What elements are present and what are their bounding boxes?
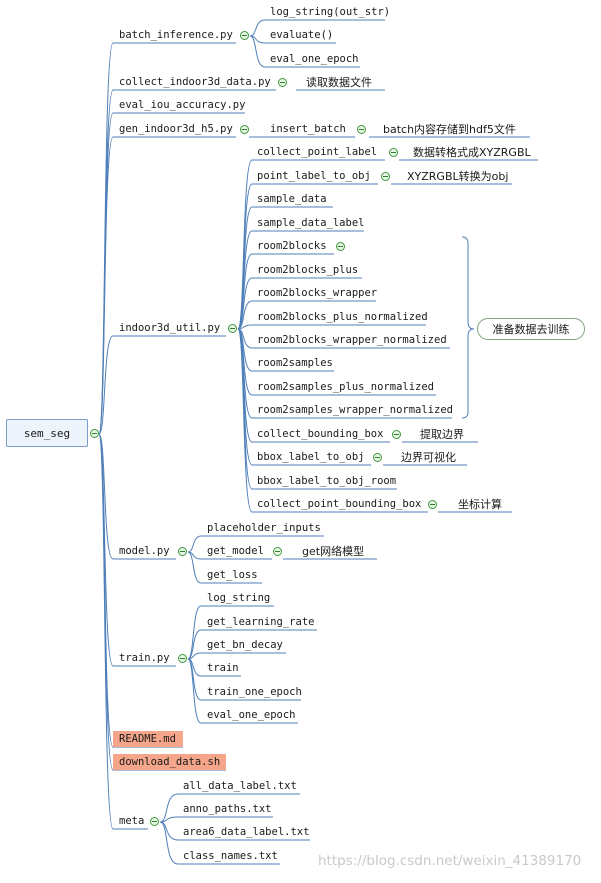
node-collect-point-label[interactable]: collect_point_label [257,146,378,158]
group-callout[interactable]: 准备数据去训练 [477,318,585,340]
collapse-icon[interactable] [178,547,187,556]
node-room2samples-wrapper-normalized[interactable]: room2samples_wrapper_normalized [257,404,453,416]
node-collect-point-bounding-box[interactable]: collect_point_bounding_box [257,498,422,510]
node-collect-bounding-box[interactable]: collect_bounding_box [257,428,384,440]
node-room2blocks-wrapper[interactable]: room2blocks_wrapper [257,287,378,299]
node-room2blocks-plus[interactable]: room2blocks_plus [257,264,359,276]
note-collect-point-label: 数据转格式成XYZRGBL [413,146,531,159]
collapse-icon[interactable] [389,148,398,157]
branch-line [187,658,202,701]
branch-line [187,605,202,660]
node-area6-data-label[interactable]: area6_data_label.txt [183,826,310,838]
watermark: https://blog.csdn.net/weixin_41389170 [318,853,582,869]
branch-line [98,433,114,830]
note-insert-batch: batch内容存储到hdf5文件 [383,123,516,136]
collapse-icon[interactable] [178,654,187,663]
branch-line [249,19,266,37]
note-collect-indoor3d-data: 读取数据文件 [306,76,372,89]
node-evaluate[interactable]: evaluate() [270,29,334,41]
branch-line [237,328,253,513]
branch-line [159,821,179,841]
branch-line [237,300,253,330]
node-anno-paths[interactable]: anno_paths.txt [183,803,272,815]
node-room2samples[interactable]: room2samples [257,357,333,369]
collapse-icon[interactable] [381,172,390,181]
collapse-icon[interactable] [150,817,159,826]
node-placeholder-inputs[interactable]: placeholder_inputs [207,522,321,534]
branch-line [98,136,114,435]
node-eval-iou-accuracy[interactable]: eval_iou_accuracy.py [119,99,246,111]
collapse-icon[interactable] [240,125,249,134]
branch-line [249,35,266,68]
node-train-eval-one-epoch[interactable]: eval_one_epoch [207,709,296,721]
collapse-icon[interactable] [357,125,366,134]
branch-line [187,658,202,724]
node-insert-batch[interactable]: insert_batch [270,123,346,135]
note-get-model: get网络模型 [302,545,365,558]
collapse-icon[interactable] [273,547,282,556]
collapse-icon[interactable] [428,500,437,509]
node-room2blocks-plus-normalized[interactable]: room2blocks_plus_normalized [257,311,428,323]
branch-line [187,551,202,584]
note-collect-bounding-box: 提取边界 [420,428,464,441]
node-train[interactable]: train.py [119,652,170,664]
group-bracket [461,236,475,419]
node-gen-indoor3d-h5[interactable]: gen_indoor3d_h5.py [119,123,233,135]
node-all-data-label[interactable]: all_data_label.txt [183,780,297,792]
node-get-bn-decay[interactable]: get_bn_decay [207,639,283,651]
node-download-data[interactable]: download_data.sh [119,756,221,768]
branch-line [98,335,114,435]
collapse-icon[interactable] [90,429,99,438]
node-meta[interactable]: meta [119,815,145,827]
node-get-loss[interactable]: get_loss [207,569,258,581]
note-point-label-to-obj: XYZRGBL转换为obj [407,170,509,183]
branch-line [159,793,179,823]
collapse-icon[interactable] [240,31,249,40]
node-class-names[interactable]: class_names.txt [183,850,278,862]
node-train-log-string[interactable]: log_string [207,592,271,604]
branch-line [187,629,202,660]
node-log-string-out-str[interactable]: log_string(out_str) [270,6,391,18]
collapse-icon[interactable] [373,453,382,462]
branch-line [187,535,202,553]
node-readme[interactable]: README.md [119,733,176,745]
node-batch-inference[interactable]: batch_inference.py [119,29,233,41]
node-room2blocks-wrapper-normalized[interactable]: room2blocks_wrapper_normalized [257,334,447,346]
node-collect-indoor3d-data[interactable]: collect_indoor3d_data.py [119,76,271,88]
node-eval-one-epoch[interactable]: eval_one_epoch [270,53,359,65]
node-bbox-label-to-obj[interactable]: bbox_label_to_obj [257,451,365,463]
node-bbox-label-to-obj-room[interactable]: bbox_label_to_obj_room [257,475,397,487]
note-collect-point-bounding-box: 坐标计算 [458,498,502,511]
branch-line [187,652,202,660]
collapse-icon[interactable] [278,78,287,87]
node-point-label-to-obj[interactable]: point_label_to_obj [257,170,371,182]
collapse-icon[interactable] [392,430,401,439]
node-train-fn[interactable]: train [207,662,239,674]
collapse-icon[interactable] [228,324,237,333]
collapse-icon[interactable] [336,242,345,251]
branch-line [98,433,114,560]
highlight-readme [113,731,183,747]
note-bbox-label-to-obj: 边界可视化 [401,451,456,464]
node-train-one-epoch[interactable]: train_one_epoch [207,686,302,698]
root-node[interactable]: sem_seg [6,419,88,447]
node-sample-data[interactable]: sample_data [257,193,327,205]
branch-line [159,816,179,823]
node-get-learning-rate[interactable]: get_learning_rate [207,616,315,628]
node-get-model[interactable]: get_model [207,545,264,557]
branch-line [159,821,179,865]
node-room2samples-plus-normalized[interactable]: room2samples_plus_normalized [257,381,435,393]
node-sample-data-label[interactable]: sample_data_label [257,217,365,229]
node-model[interactable]: model.py [119,545,170,557]
node-indoor3d-util[interactable]: indoor3d_util.py [119,322,221,334]
highlight-download-data [113,754,226,770]
node-room2blocks[interactable]: room2blocks [257,240,327,252]
